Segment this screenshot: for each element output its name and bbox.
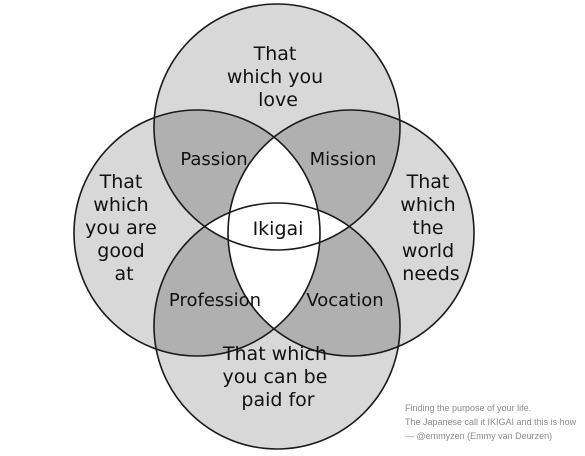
label-passion: Passion bbox=[180, 149, 247, 170]
label-world-needs-line: That bbox=[406, 171, 450, 193]
label-good-at-line: at bbox=[114, 263, 133, 285]
label-profession: Profession bbox=[169, 290, 261, 311]
label-love: That which you love bbox=[227, 43, 329, 111]
label-mission: Mission bbox=[310, 149, 377, 170]
label-paid-for-line: paid for bbox=[241, 389, 314, 411]
label-paid-for-line: That which bbox=[222, 343, 327, 365]
label-paid-for: That which you can be paid for bbox=[222, 343, 334, 411]
label-vocation: Vocation bbox=[306, 290, 383, 311]
caption: Finding the purpose of your life. The Ja… bbox=[405, 401, 585, 443]
caption-line-1: Finding the purpose of your life. bbox=[405, 403, 532, 413]
label-paid-for-line: you can be bbox=[223, 366, 328, 388]
label-world-needs-line: the bbox=[412, 217, 443, 239]
caption-attribution: — @emmyzen (Emmy van Deurzen) bbox=[405, 431, 553, 441]
outline-good-at bbox=[73, 109, 321, 357]
label-good-at-line: which bbox=[93, 194, 148, 216]
label-ikigai: Ikigai bbox=[253, 218, 304, 240]
circle-outlines bbox=[73, 3, 475, 450]
lens-left-right bbox=[228, 110, 320, 356]
label-world-needs-line: needs bbox=[402, 263, 459, 285]
caption-line-2: The Japanese call it IKIGAI and this is … bbox=[405, 417, 577, 427]
label-love-line: That bbox=[253, 43, 297, 65]
label-good-at: That which you are good at bbox=[85, 171, 163, 285]
outline-paid-for bbox=[153, 202, 401, 450]
label-world-needs-line: which bbox=[400, 194, 455, 216]
label-world-needs: That which the world needs bbox=[400, 171, 461, 285]
label-love-line: love bbox=[258, 89, 298, 111]
label-good-at-line: That bbox=[99, 171, 143, 193]
label-love-line: which you bbox=[227, 66, 323, 88]
outline-love bbox=[153, 3, 401, 251]
outline-world-needs bbox=[227, 109, 475, 357]
label-good-at-line: good bbox=[97, 240, 144, 262]
label-good-at-line: you are bbox=[85, 217, 157, 239]
label-world-needs-line: world bbox=[402, 240, 454, 262]
